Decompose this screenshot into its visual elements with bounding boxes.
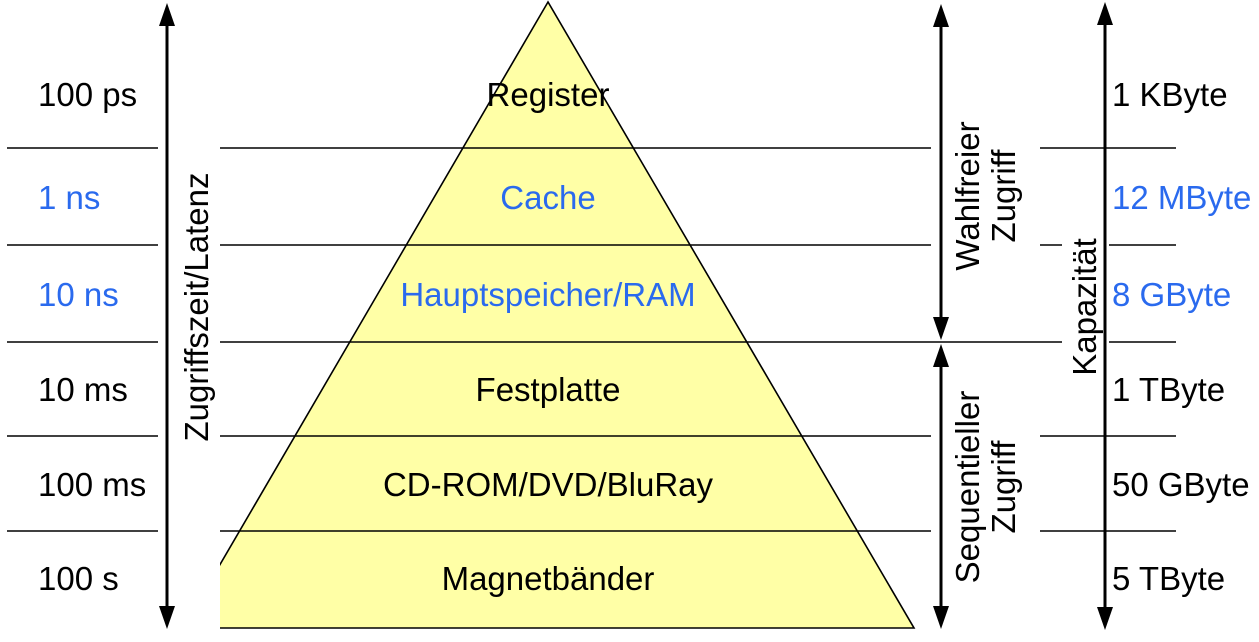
level-name-register: Register — [486, 76, 610, 113]
latency-value-ram: 10 ns — [38, 276, 119, 313]
level-name-cache: Cache — [500, 179, 596, 216]
level-name-magnetbaender: Magnetbänder — [441, 560, 655, 597]
latency-axis-arrow-icon — [159, 3, 175, 629]
gap-capacity-label — [1062, 222, 1109, 392]
random-access-label-line1: Wahlfreier — [949, 121, 986, 271]
capacity-value-cache: 12 MByte — [1112, 179, 1252, 216]
latency-axis-label: Zugriffszeit/Latenz — [178, 172, 215, 442]
capacity-value-magnetbaender: 5 TByte — [1112, 560, 1226, 597]
level-name-optical: CD-ROM/DVD/BluRay — [382, 466, 714, 503]
random-access-arrow-icon — [933, 4, 949, 340]
level-name-festplatte: Festplatte — [475, 371, 621, 408]
capacity-value-optical: 50 GByte — [1112, 466, 1250, 503]
gap-sequential-access — [931, 344, 1040, 642]
pyramid-shape — [181, 0, 916, 629]
latency-value-optical: 100 ms — [38, 466, 147, 503]
sequential-access-label: Sequentieller Zugriff — [949, 347, 1022, 627]
latency-value-register: 100 ps — [38, 76, 138, 113]
capacity-value-ram: 8 GByte — [1112, 276, 1232, 313]
random-access-label: Wahlfreier Zugriff — [949, 86, 1022, 306]
sequential-access-label-line2: Zugriff — [985, 440, 1022, 534]
capacity-axis-arrow-icon — [1097, 2, 1113, 630]
sequential-access-label-line1: Sequentieller — [949, 390, 986, 584]
sequential-access-arrow-icon — [933, 344, 949, 629]
capacity-axis-label: Kapazität — [1066, 238, 1103, 376]
capacity-value-register: 1 KByte — [1112, 76, 1228, 113]
random-access-label-line2: Zugriff — [985, 149, 1022, 243]
gap-random-access — [931, 0, 1040, 340]
latency-value-cache: 1 ns — [38, 179, 101, 216]
latency-value-festplatte: 10 ms — [38, 371, 128, 408]
capacity-value-festplatte: 1 TByte — [1112, 371, 1226, 408]
level-name-ram: Hauptspeicher/RAM — [400, 276, 696, 313]
latency-value-magnetbaender: 100 s — [38, 560, 119, 597]
